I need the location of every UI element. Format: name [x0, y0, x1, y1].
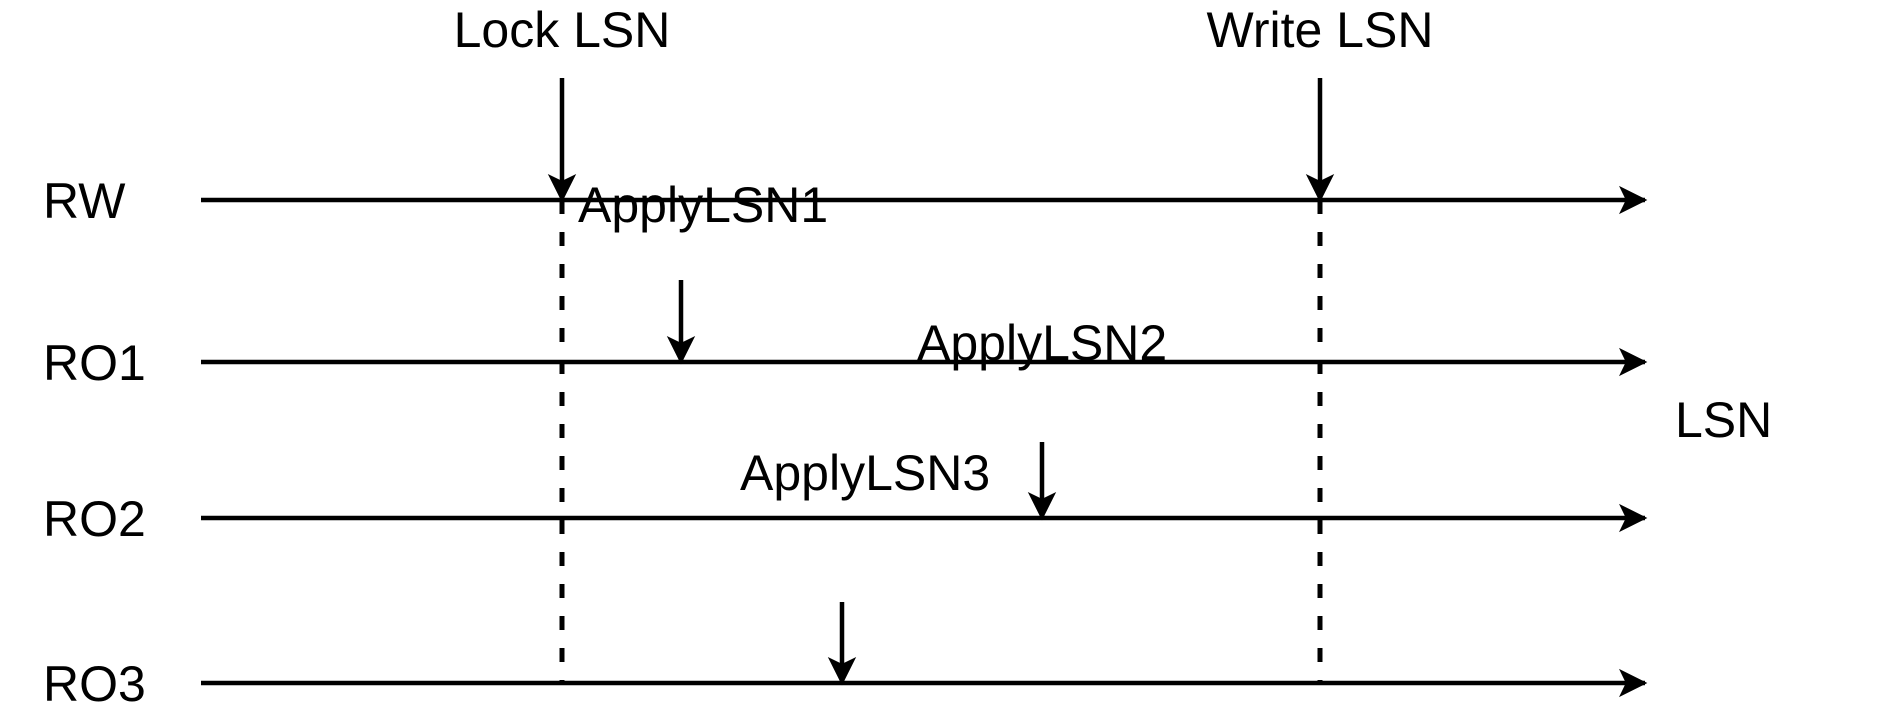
apply-label-apply-lsn-3: ApplyLSN3: [740, 445, 990, 501]
timeline-label-ro3: RO3: [43, 656, 146, 712]
timeline-ro3: RO3: [43, 656, 1648, 712]
timeline-label-ro2: RO2: [43, 491, 146, 547]
apply-label-apply-lsn-1: ApplyLSN1: [578, 177, 828, 233]
timeline-label-ro1: RO1: [43, 335, 146, 391]
apply-event-apply-lsn-1: ApplyLSN1: [578, 177, 828, 365]
marker-lock-lsn: Lock LSN: [454, 2, 671, 683]
axis-label-lsn: LSN: [1675, 392, 1772, 448]
apply-event-apply-lsn-3: ApplyLSN3: [740, 445, 990, 686]
timeline-ro2: RO2: [43, 491, 1648, 547]
timeline-group: RW RO1 RO2 RO3: [43, 173, 1648, 712]
timeline-label-rw: RW: [43, 173, 126, 229]
timeline-rw: RW: [43, 173, 1648, 229]
marker-write-lsn: Write LSN: [1207, 2, 1434, 683]
timeline-ro1: RO1: [43, 335, 1648, 391]
marker-label-lock-lsn: Lock LSN: [454, 2, 671, 58]
apply-label-apply-lsn-2: ApplyLSN2: [917, 315, 1167, 371]
marker-label-write-lsn: Write LSN: [1207, 2, 1434, 58]
apply-event-apply-lsn-2: ApplyLSN2: [917, 315, 1167, 521]
